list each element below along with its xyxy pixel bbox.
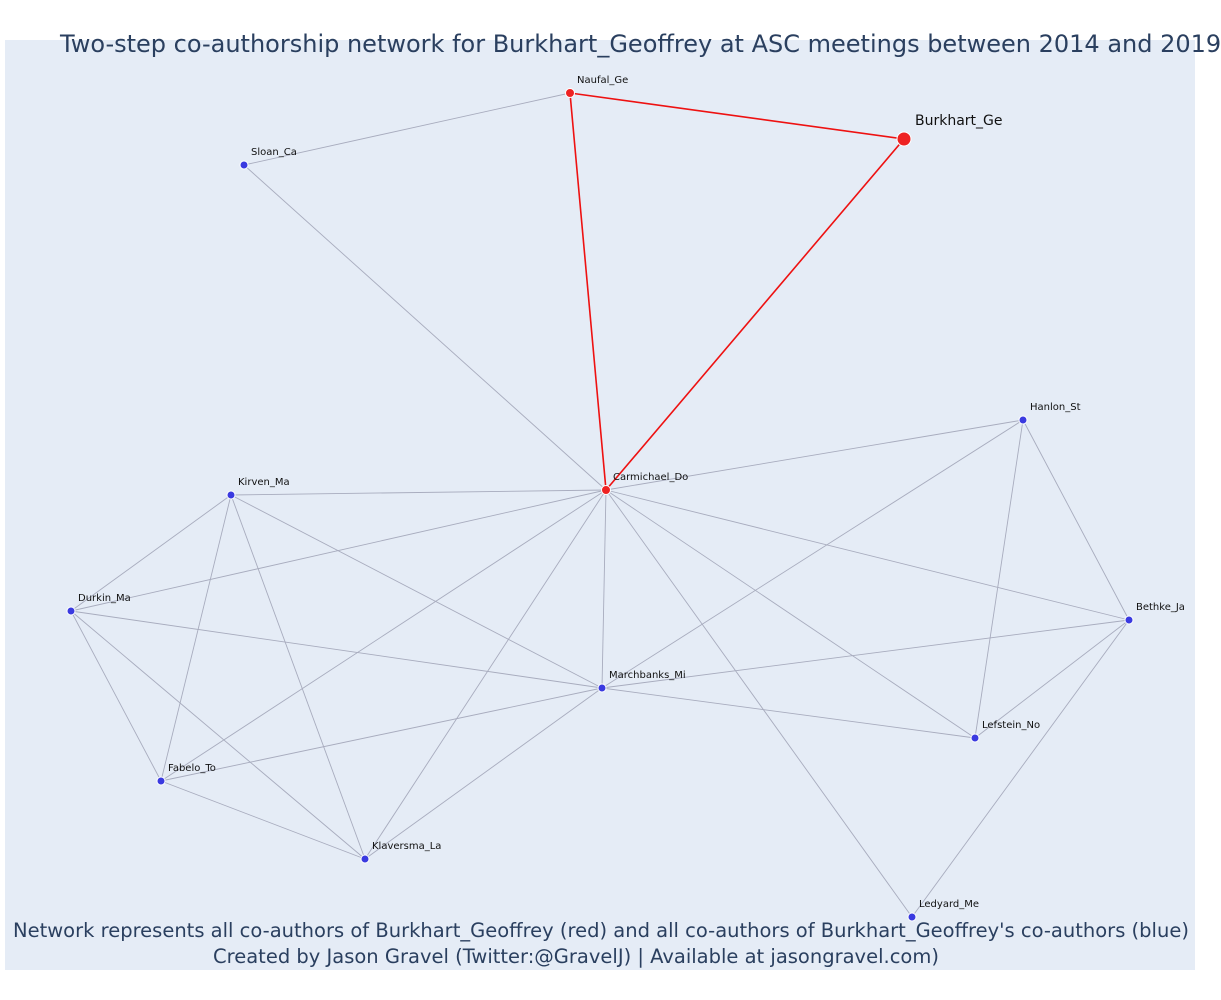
edge-Kirven_Ma-Durkin_Ma: [70, 494, 232, 612]
edge-Bethke_Ja-Ledyard_Me: [911, 619, 1130, 918]
node-label-Ledyard_Me: Ledyard_Me: [919, 899, 979, 910]
node-label-Durkin_Ma: Durkin_Ma: [78, 593, 131, 604]
caption-line-2: Created by Jason Gravel (Twitter:@Gravel…: [213, 945, 939, 968]
node-label-Marchbanks_Mi: Marchbanks_Mi: [609, 670, 686, 681]
caption-line-1: Network represents all co-authors of Bur…: [13, 919, 1189, 942]
node-Bethke_Ja[interactable]: [1124, 615, 1134, 625]
edge-Carmichael_Do-Fabelo_To: [160, 489, 607, 782]
edge-Burkhart_Ge-Naufal_Ge: [569, 92, 905, 140]
edge-Kirven_Ma-Klaversma_La: [230, 494, 366, 860]
node-label-Hanlon_St: Hanlon_St: [1030, 402, 1081, 413]
edge-Carmichael_Do-Lefstein_No: [605, 489, 976, 739]
edges-layer: [70, 92, 1130, 918]
node-Marchbanks_Mi[interactable]: [597, 683, 607, 693]
node-Naufal_Ge[interactable]: [565, 88, 575, 98]
node-Burkhart_Ge[interactable]: [896, 131, 912, 147]
edge-Durkin_Ma-Fabelo_To: [70, 610, 162, 782]
node-Lefstein_No[interactable]: [970, 733, 980, 743]
node-Fabelo_To[interactable]: [156, 776, 166, 786]
edge-Marchbanks_Mi-Klaversma_La: [364, 687, 603, 860]
edge-Marchbanks_Mi-Durkin_Ma: [70, 610, 603, 689]
node-label-Kirven_Ma: Kirven_Ma: [238, 477, 290, 488]
node-label-Fabelo_To: Fabelo_To: [168, 763, 216, 774]
plot-area: [5, 40, 1195, 970]
node-label-Klaversma_La: Klaversma_La: [372, 841, 441, 852]
edge-Marchbanks_Mi-Fabelo_To: [160, 687, 603, 782]
edge-Carmichael_Do-Hanlon_St: [605, 419, 1024, 491]
edge-Carmichael_Do-Klaversma_La: [364, 489, 607, 860]
edge-Marchbanks_Mi-Kirven_Ma: [230, 494, 603, 689]
node-Klaversma_La[interactable]: [360, 854, 370, 864]
edge-Hanlon_St-Bethke_Ja: [1022, 419, 1130, 621]
edge-Naufal_Ge-Carmichael_Do: [569, 92, 607, 491]
edge-Burkhart_Ge-Carmichael_Do: [605, 138, 905, 491]
edge-Carmichael_Do-Kirven_Ma: [230, 489, 607, 496]
edge-Bethke_Ja-Lefstein_No: [974, 619, 1130, 739]
node-Carmichael_Do[interactable]: [601, 485, 611, 495]
edge-Naufal_Ge-Sloan_Ca: [243, 92, 571, 166]
edge-Carmichael_Do-Ledyard_Me: [605, 489, 913, 918]
edge-Bethke_Ja-Marchbanks_Mi: [601, 619, 1130, 689]
node-Ledyard_Me[interactable]: [907, 912, 917, 922]
node-label-Lefstein_No: Lefstein_No: [982, 720, 1040, 731]
edge-Carmichael_Do-Marchbanks_Mi: [601, 489, 607, 689]
edge-Hanlon_St-Lefstein_No: [974, 419, 1024, 739]
node-Durkin_Ma[interactable]: [66, 606, 76, 616]
edge-Fabelo_To-Klaversma_La: [160, 780, 366, 860]
edge-Kirven_Ma-Fabelo_To: [160, 494, 232, 782]
node-label-Naufal_Ge: Naufal_Ge: [577, 75, 628, 86]
edge-Marchbanks_Mi-Lefstein_No: [601, 687, 976, 739]
edge-Carmichael_Do-Bethke_Ja: [605, 489, 1130, 621]
node-Sloan_Ca[interactable]: [239, 160, 249, 170]
edge-Hanlon_St-Marchbanks_Mi: [601, 419, 1024, 689]
node-label-Carmichael_Do: Carmichael_Do: [613, 472, 688, 483]
node-label-Burkhart_Ge: Burkhart_Ge: [915, 113, 1003, 129]
node-Hanlon_St[interactable]: [1018, 415, 1028, 425]
node-Kirven_Ma[interactable]: [226, 490, 236, 500]
chart-title: Two-step co-authorship network for Burkh…: [60, 30, 1221, 58]
node-label-Sloan_Ca: Sloan_Ca: [251, 147, 297, 158]
edge-Durkin_Ma-Klaversma_La: [70, 610, 366, 860]
nodes-layer: [66, 88, 1134, 922]
node-label-Bethke_Ja: Bethke_Ja: [1136, 602, 1185, 613]
edge-Sloan_Ca-Carmichael_Do: [243, 164, 607, 491]
